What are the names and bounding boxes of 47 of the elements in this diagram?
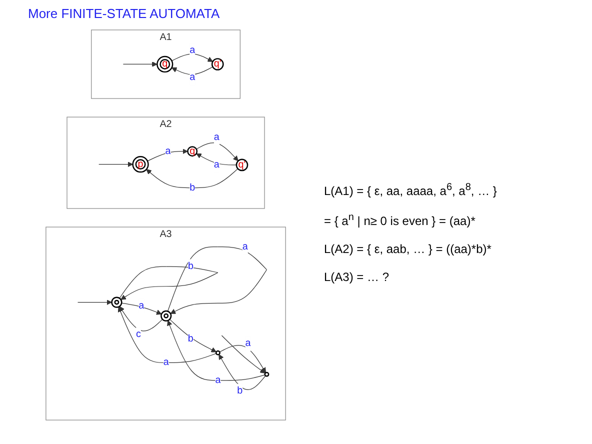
edge-label: a [214,159,220,170]
node-circle: q' [236,158,248,172]
edge-label: a [190,72,196,83]
edge-label: a [214,132,220,143]
formula: L(A2) = { ε, aab, … } = ((aa)*b)* [324,242,492,256]
edge-label: c [136,329,142,340]
arrow [118,306,217,364]
node-circle [264,372,270,377]
edge-label: b [190,182,196,193]
arrow [78,300,112,306]
node-circle: q [156,56,174,73]
arrow [119,266,218,300]
edge-label: a [190,45,196,56]
arrow [122,302,162,315]
edge-label: b [237,386,243,396]
arrow [172,54,214,62]
arrow [119,306,164,332]
edge-label: a [242,241,248,252]
edge-label: b [188,333,194,344]
edge-label: a [215,374,221,386]
node-circle: q' [212,58,224,70]
formula: L(A1) = { ε, aa, aaaa, a$^{6}$, a$^{8}$, … } [324,182,498,198]
node-circle [216,350,221,356]
arrow [196,142,239,162]
arrow [167,320,266,381]
edge-label: a [164,357,170,368]
arrow [168,246,268,314]
node-circle: q [187,146,198,157]
arrow [218,354,266,390]
edge-label: b [188,261,194,272]
node-doublecircle [111,296,123,308]
arrow [147,148,188,162]
edge-label: a [165,146,171,156]
node-circle: p [132,156,150,173]
title: More FINITE-STATE AUTOMATA [28,6,221,21]
arrow [170,318,217,352]
formula: L(A3) = … ? [324,270,390,284]
arrow [172,66,214,75]
edge-label: a [245,338,251,349]
arrow [98,162,134,168]
node-doublecircle [160,310,172,322]
arrow [222,335,266,374]
edge-label: a [138,300,144,312]
arrow [123,62,158,67]
arrow [146,168,238,188]
arrow [220,345,266,373]
formula: = { a$^{n}$ | n≥ 0 is even } = (aa)* [324,212,476,228]
